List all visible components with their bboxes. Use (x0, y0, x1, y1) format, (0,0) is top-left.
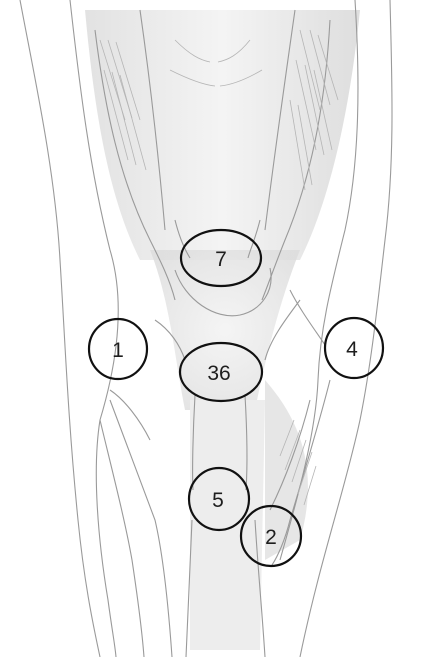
marker-4: 4 (325, 318, 383, 378)
knee-sketch (20, 0, 392, 657)
left-leg-outline (20, 0, 100, 657)
knee-shading (150, 250, 300, 410)
marker-label: 4 (346, 338, 358, 361)
marker-label: 2 (265, 526, 277, 549)
marker-label: 5 (212, 489, 224, 512)
thigh-shading (85, 10, 360, 260)
pes-tendon-1 (110, 400, 172, 657)
pes-tendon-2 (100, 420, 144, 657)
marker-label: 36 (207, 362, 230, 385)
vastus-lateralis-tendon (290, 290, 325, 345)
marker-label: 1 (112, 339, 124, 362)
marker-label: 7 (215, 248, 227, 271)
